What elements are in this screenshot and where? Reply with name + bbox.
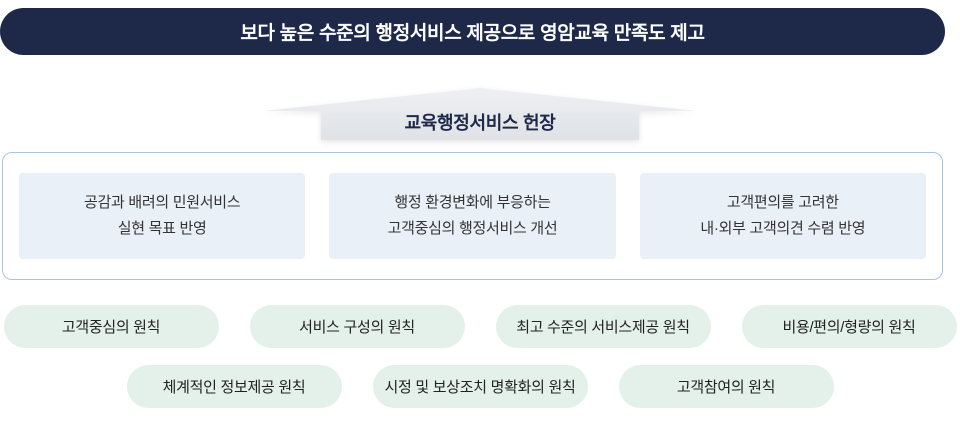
principles-row-2: 체계적인 정보제공 원칙 시정 및 보상조치 명확화의 원칙 고객참여의 원칙 bbox=[0, 365, 960, 408]
principle-pill-2: 서비스 구성의 원칙 bbox=[249, 305, 465, 348]
goal-box-3: 고객편의를 고려한 내·외부 고객의견 수렴 반영 bbox=[639, 173, 926, 259]
principles-row-1: 고객중심의 원칙 서비스 구성의 원칙 최고 수준의 서비스제공 원칙 비용/편… bbox=[0, 305, 960, 348]
principle-pill-5: 체계적인 정보제공 원칙 bbox=[126, 365, 342, 408]
goal-3-line-1: 고객편의를 고려한 bbox=[726, 194, 839, 211]
goal-2-line-1: 행정 환경변화에 부응하는 bbox=[394, 194, 551, 211]
charter-arrow: 교육행정서비스 헌장 bbox=[265, 88, 695, 140]
principle-pill-1: 고객중심의 원칙 bbox=[3, 305, 219, 348]
mission-banner-title: 보다 높은 수준의 행정서비스 제공으로 영암교육 만족도 제고 bbox=[240, 23, 705, 44]
goals-container: 공감과 배려의 민원서비스 실현 목표 반영 행정 환경변화에 부응하는 고객중… bbox=[2, 152, 943, 280]
principle-pill-3: 최고 수준의 서비스제공 원칙 bbox=[495, 305, 711, 348]
principle-pill-6: 시정 및 보상조치 명확화의 원칙 bbox=[372, 365, 588, 408]
goal-1-line-1: 공감과 배려의 민원서비스 bbox=[84, 194, 241, 211]
goal-2-line-2: 고객중심의 행정서비스 개선 bbox=[387, 220, 558, 237]
goal-1-line-2: 실현 목표 반영 bbox=[117, 220, 207, 237]
mission-banner: 보다 높은 수준의 행정서비스 제공으로 영암교육 만족도 제고 bbox=[0, 8, 945, 55]
goal-box-2: 행정 환경변화에 부응하는 고객중심의 행정서비스 개선 bbox=[329, 173, 616, 259]
principle-pill-7: 고객참여의 원칙 bbox=[618, 365, 834, 408]
goal-3-line-2: 내·외부 고객의견 수렴 반영 bbox=[700, 220, 866, 237]
goal-box-1: 공감과 배려의 민원서비스 실현 목표 반영 bbox=[19, 173, 306, 259]
principle-pill-4: 비용/편의/형량의 원칙 bbox=[741, 305, 957, 348]
charter-arrow-label: 교육행정서비스 헌장 bbox=[404, 113, 556, 133]
